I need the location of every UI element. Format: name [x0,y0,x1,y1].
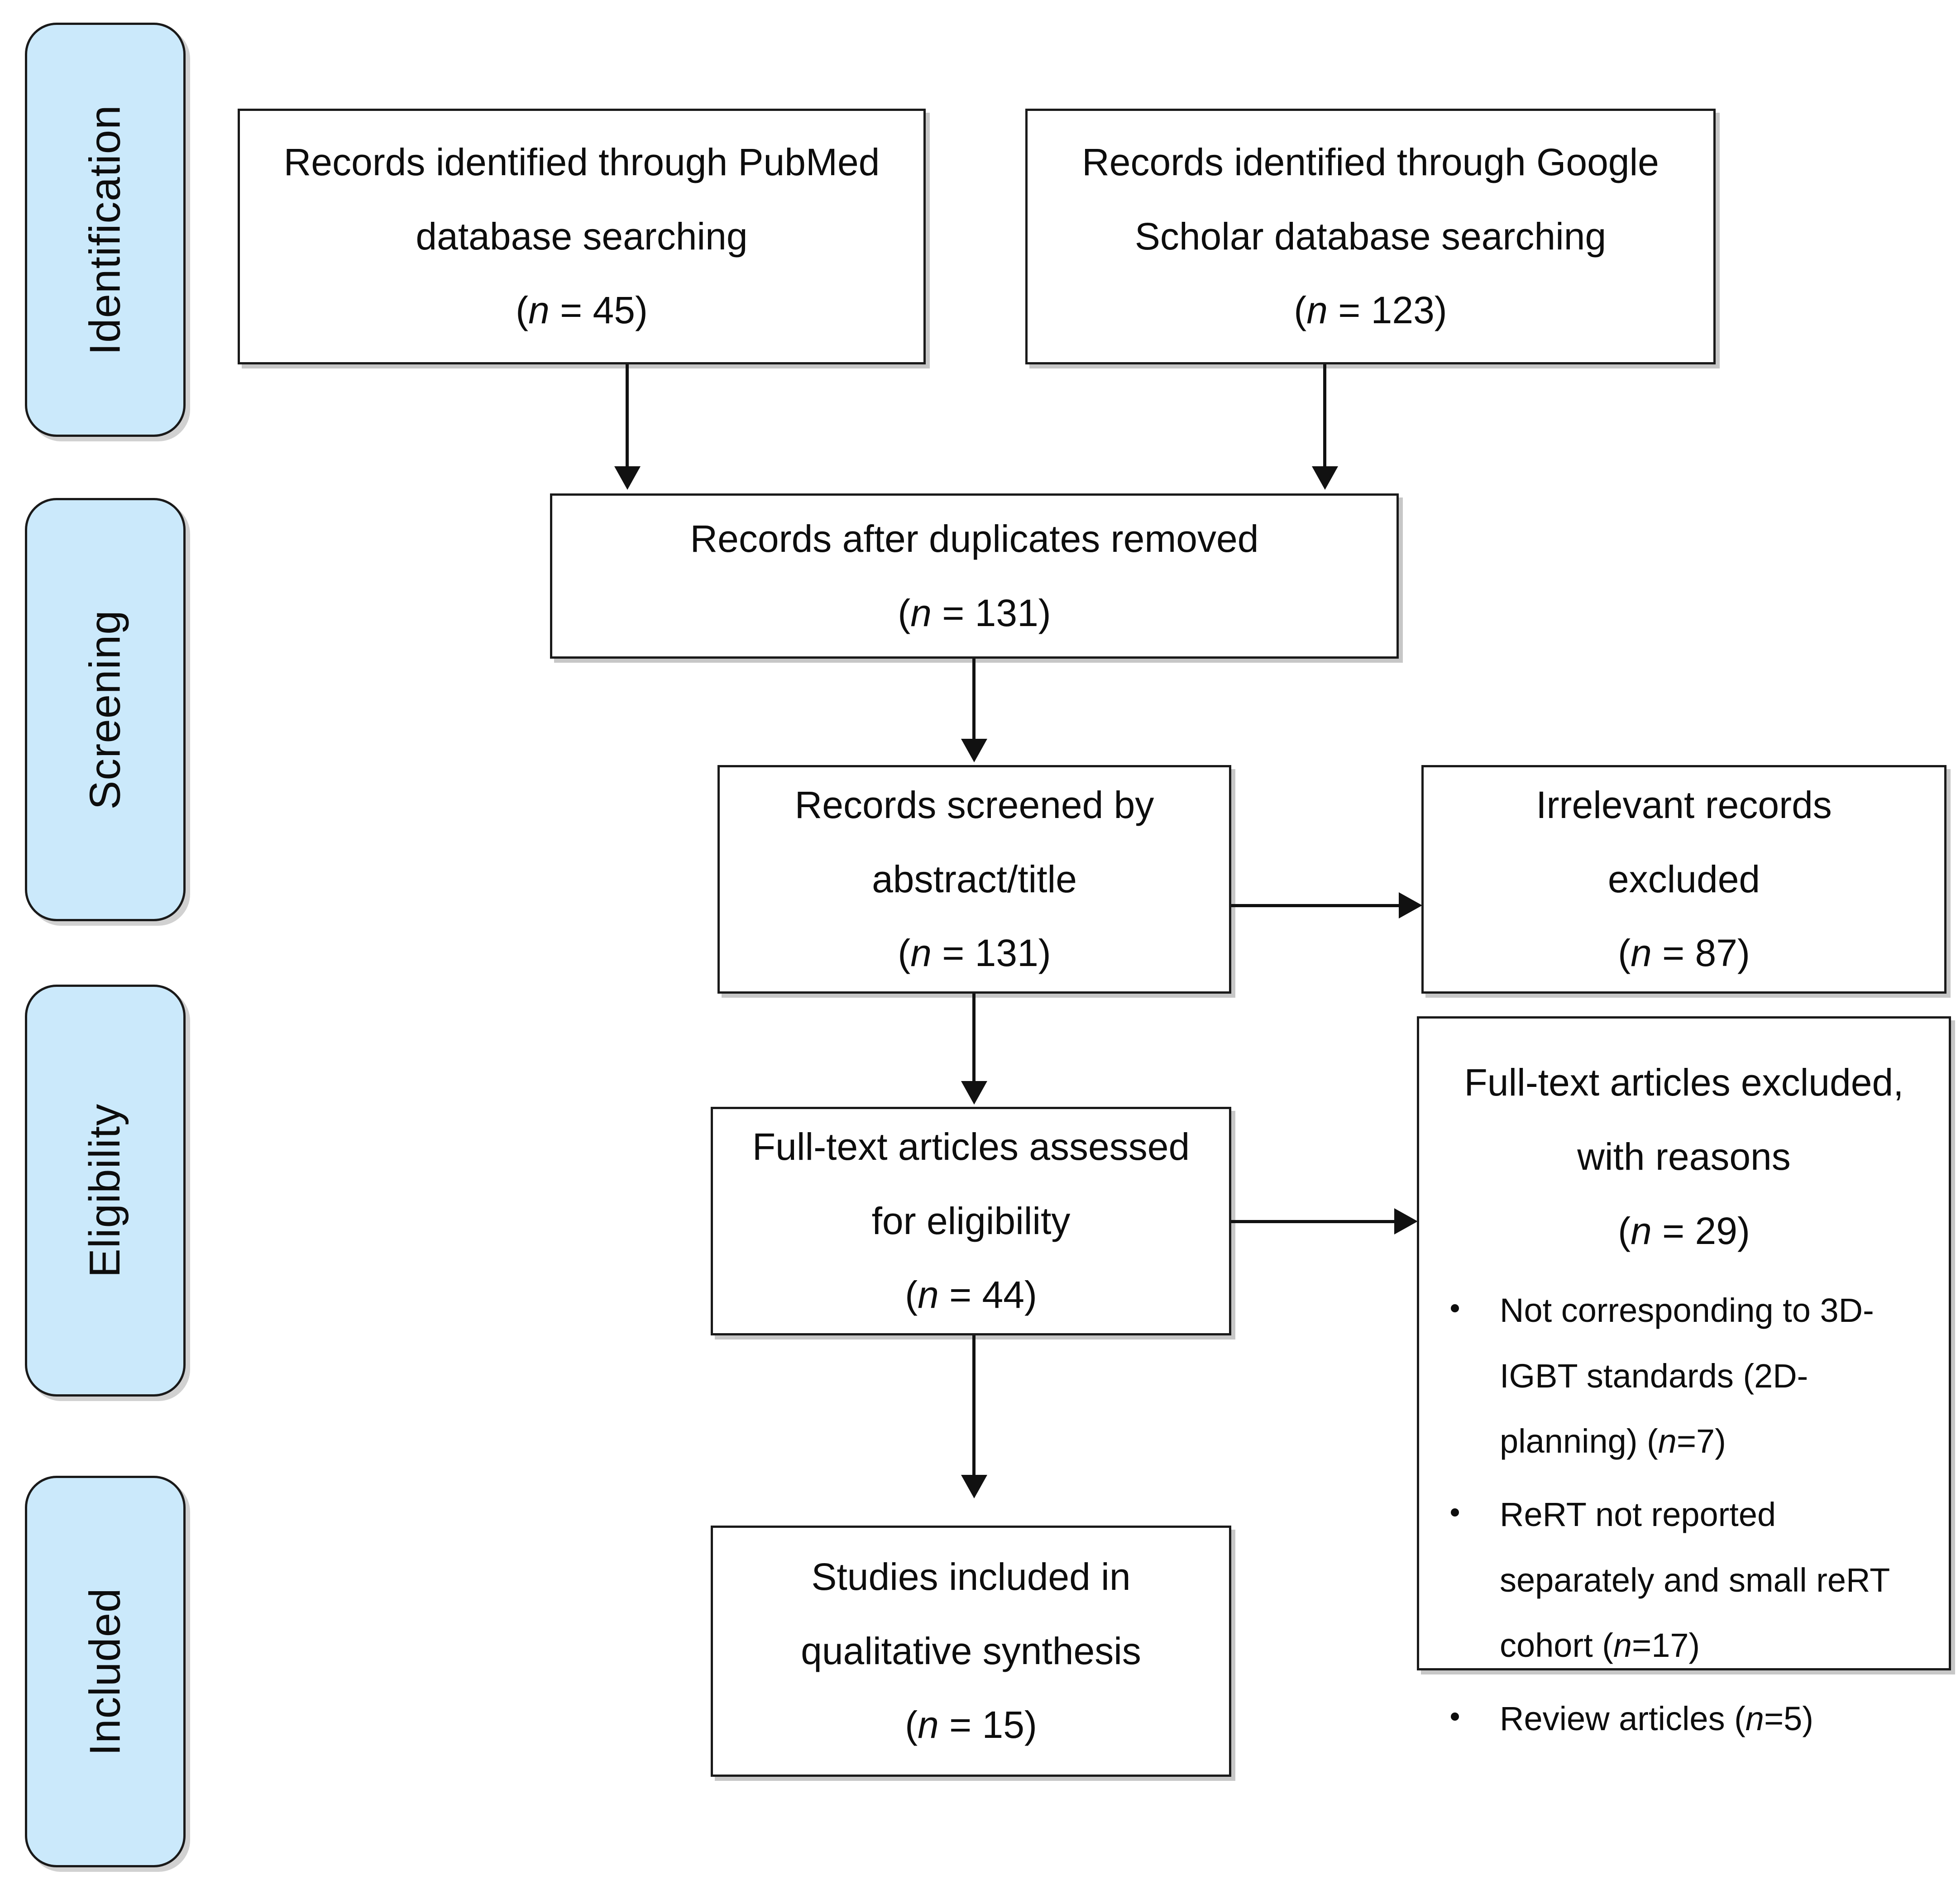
box-fulltext-assessed-line2: for eligibility [871,1199,1071,1242]
n-italic: n [1306,289,1328,332]
reason-text: ReRT not reported separately and small r… [1500,1496,1890,1664]
box-scholar-count: (n = 123) [1040,273,1701,348]
n-italic: n [910,932,932,975]
n-italic: n [918,1703,939,1746]
paren-open: ( [898,591,911,634]
arrowhead-assessed-to-excluded [1394,1208,1418,1234]
arrowhead-assessed-to-included [961,1475,987,1498]
box-excluded-heading: Full-text articles excluded, with reason… [1432,1046,1936,1268]
connector-pubmed-to-duplicates [626,364,629,469]
arrowhead-scholar-to-duplicates [1312,466,1338,490]
box-excluded-count: (n = 29) [1432,1194,1936,1268]
count-value: = 87) [1651,932,1750,975]
paren-open: ( [905,1703,918,1746]
box-fulltext-assessed-line1: Full-text articles assessed [752,1125,1190,1168]
paren-open: ( [1618,932,1631,975]
arrowhead-screened-to-fulltext [961,1081,987,1105]
box-fulltext-assessed-count: (n = 44) [726,1258,1216,1332]
box-fulltext-excluded-with-reasons: Full-text articles excluded, with reason… [1417,1016,1951,1737]
reason-count: =7) [1676,1422,1726,1460]
bullet-icon [1451,1304,1459,1313]
box-duplicates-line1: Records after duplicates removed [690,517,1259,560]
box-irrelevant-line1: Irrelevant records [1536,783,1832,826]
box-scholar-line2: Scholar database searching [1134,215,1607,258]
arrowhead-pubmed-to-duplicates [614,466,641,490]
count-value: = 44) [938,1273,1037,1316]
count-value: = 45) [549,289,648,332]
connector-screened-to-irrelevant [1231,904,1401,907]
count-value: = 131) [931,591,1051,634]
count-value: = 131) [931,932,1051,975]
exclusion-reason-item: ReRT not reported separately and small r… [1432,1482,1936,1678]
box-fulltext-assessed: Full-text articles assessed for eligibil… [711,1107,1231,1335]
exclusion-reason-item: Review articles (n=5) [1432,1686,1936,1751]
box-records-after-duplicates: Records after duplicates removed (n = 13… [550,493,1399,659]
n-italic: n [910,591,932,634]
reason-count: =5) [1764,1700,1813,1738]
box-records-pubmed: Records identified through PubMed databa… [238,109,926,364]
stage-pill-identification: Identification [25,23,186,437]
reason-text: Review articles ( [1500,1700,1746,1738]
box-records-screened: Records screened by abstract/title (n = … [717,765,1231,994]
count-value: = 15) [938,1703,1037,1746]
paren-open: ( [898,932,911,975]
box-excluded-line1: Full-text articles excluded, [1464,1061,1904,1104]
arrowhead-duplicates-to-screened [961,739,987,762]
box-studies-included: Studies included in qualitative synthesi… [711,1526,1231,1777]
stage-label-screening: Screening [81,609,129,810]
connector-duplicates-to-screened [972,659,976,740]
connector-assessed-to-excluded [1231,1220,1396,1223]
box-duplicates-count: (n = 131) [565,576,1384,651]
box-irrelevant-count: (n = 87) [1436,916,1932,990]
box-records-google-scholar: Records identified through Google Schola… [1025,109,1716,364]
connector-screened-to-fulltext [972,994,976,1082]
box-scholar-line1: Records identified through Google [1082,140,1659,183]
n-italic: n [528,289,550,332]
box-excluded-line2: with reasons [1577,1135,1791,1178]
stage-label-included: Included [81,1588,129,1756]
exclusion-reasons-list: Not corresponding to 3D-IGBT standards (… [1432,1278,1936,1760]
box-screened-line1: Records screened by [794,783,1154,826]
box-irrelevant-line2: excluded [1607,857,1760,900]
box-screened-count: (n = 131) [732,916,1216,990]
box-pubmed-count: (n = 45) [253,273,911,348]
stage-label-identification: Identification [81,104,129,355]
box-included-line1: Studies included in [811,1555,1131,1598]
box-included-line2: qualitative synthesis [801,1629,1141,1672]
box-irrelevant-records-excluded: Irrelevant records excluded (n = 87) [1421,765,1946,994]
reason-text: Not corresponding to 3D-IGBT standards (… [1500,1292,1874,1460]
count-value: = 123) [1327,289,1447,332]
box-screened-line2: abstract/title [872,857,1077,900]
n-italic: n [1631,1209,1652,1252]
box-pubmed-line1: Records identified through PubMed [283,140,880,183]
n-italic: n [1613,1626,1632,1664]
paren-open: ( [1618,1209,1631,1252]
stage-pill-eligibility: Eligibility [25,985,186,1397]
count-value: = 29) [1651,1209,1750,1252]
exclusion-reason-item: Not corresponding to 3D-IGBT standards (… [1432,1278,1936,1474]
box-included-count: (n = 15) [726,1688,1216,1762]
box-pubmed-line2: database searching [416,215,748,258]
stage-pill-included: Included [25,1476,186,1867]
stage-label-eligibility: Eligibility [81,1103,129,1278]
paren-open: ( [1294,289,1307,332]
n-italic: n [1745,1700,1764,1738]
arrowhead-screened-to-irrelevant [1399,892,1422,919]
n-italic: n [1658,1422,1677,1460]
reason-count: =17) [1632,1626,1700,1664]
connector-scholar-to-duplicates [1323,364,1326,469]
n-italic: n [918,1273,939,1316]
bullet-icon [1451,1508,1459,1517]
paren-open: ( [516,289,529,332]
bullet-icon [1451,1713,1459,1721]
stage-pill-screening: Screening [25,498,186,921]
connector-assessed-to-included [972,1335,976,1476]
paren-open: ( [905,1273,918,1316]
n-italic: n [1631,932,1652,975]
